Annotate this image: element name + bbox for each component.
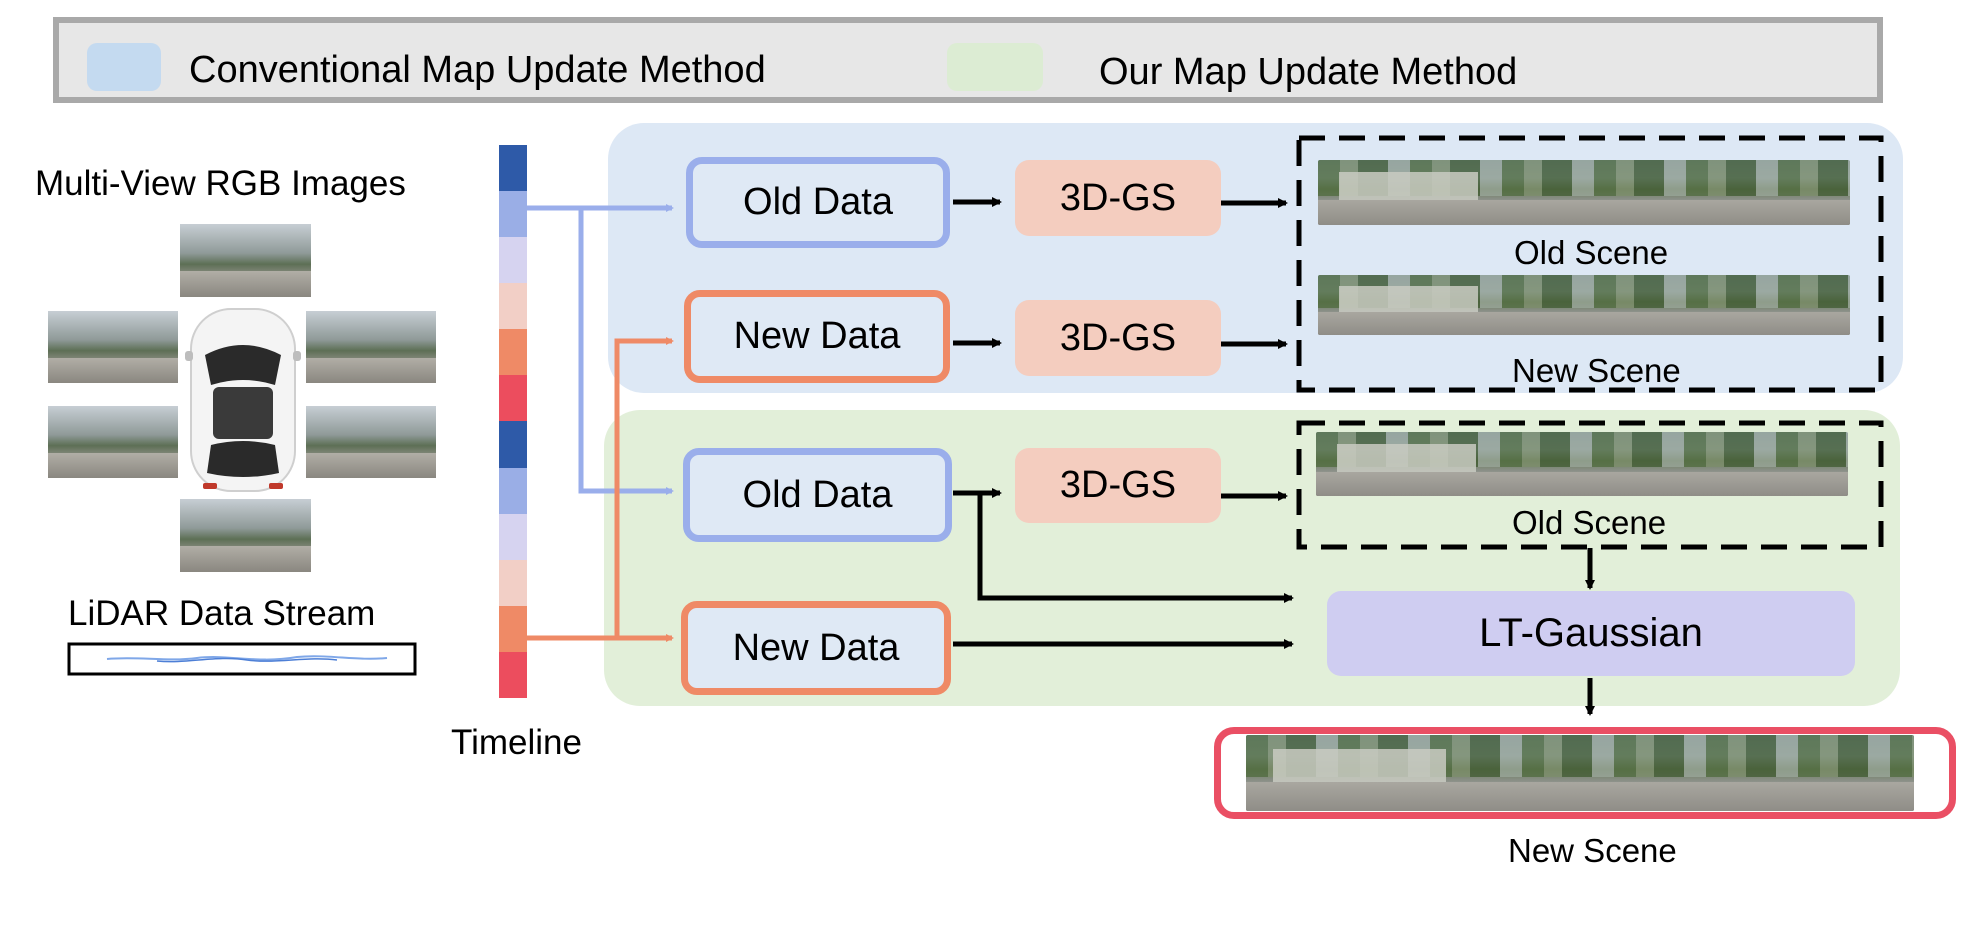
camera-image-back: [180, 499, 311, 572]
camera-image-front-right: [306, 311, 436, 383]
ours-3dgs-box: 3D-GS: [1015, 448, 1221, 523]
timeline-segment: [499, 329, 527, 376]
conventional-old-scene-image: [1318, 160, 1850, 225]
conventional-scene-frame: [1296, 135, 1884, 393]
result-new-scene-label: New Scene: [1508, 832, 1677, 869]
timeline-segment: [499, 513, 527, 560]
legend-ours-label: Our Map Update Method: [1099, 51, 1518, 93]
camera-image-back-left: [48, 406, 178, 478]
timeline-segment: [499, 375, 527, 422]
conventional-3dgs-box-1: 3D-GS: [1015, 160, 1221, 236]
ours-old-scene-image: [1316, 432, 1848, 496]
timeline-segment: [499, 467, 527, 514]
timeline-label: Timeline: [451, 723, 582, 762]
timeline-segment: [499, 283, 527, 330]
timeline-segment: [499, 191, 527, 238]
process-arrows: [953, 197, 1595, 716]
conventional-3dgs-box-2: 3D-GS: [1015, 300, 1221, 376]
camera-image-back-right: [306, 406, 436, 478]
legend: Conventional Map Update Method Our Map U…: [53, 17, 1883, 103]
timeline-segment: [499, 651, 527, 698]
lidar-title: LiDAR Data Stream: [68, 594, 376, 633]
ours-old-data-box: Old Data: [683, 448, 952, 542]
car-icon: [185, 308, 301, 492]
conventional-old-scene-label: Old Scene: [1514, 234, 1669, 271]
lt-gaussian-label: LT-Gaussian: [1479, 611, 1703, 655]
camera-image-front-left: [48, 311, 178, 383]
result-new-scene-image: [1246, 735, 1914, 811]
legend-ours-swatch: [947, 43, 1043, 91]
timeline-segment: [499, 145, 527, 192]
old-data-branch-arrows: [527, 204, 674, 495]
conventional-new-data-box: New Data: [684, 290, 950, 383]
legend-conventional-label: Conventional Map Update Method: [189, 49, 766, 91]
legend-conventional-swatch: [87, 43, 161, 91]
timeline-bar: [499, 145, 527, 698]
lt-gaussian-box: LT-Gaussian: [1327, 591, 1855, 676]
ours-old-scene-frame: [1296, 420, 1884, 550]
timeline-segment: [499, 605, 527, 652]
camera-image-front: [180, 224, 311, 297]
lidar-strip: [67, 642, 417, 676]
conventional-new-scene-image: [1318, 275, 1850, 335]
timeline-segment: [499, 421, 527, 468]
conventional-old-data-box: Old Data: [686, 157, 950, 248]
new-data-branch-arrows: [527, 337, 674, 642]
timeline-segment: [499, 559, 527, 606]
timeline-segment: [499, 237, 527, 284]
result-frame: [1214, 727, 1956, 819]
ours-new-data-box: New Data: [681, 601, 951, 695]
rgb-title: Multi-View RGB Images: [35, 164, 406, 203]
conventional-new-scene-label: New Scene: [1512, 352, 1681, 389]
ours-old-scene-label: Old Scene: [1512, 504, 1667, 541]
